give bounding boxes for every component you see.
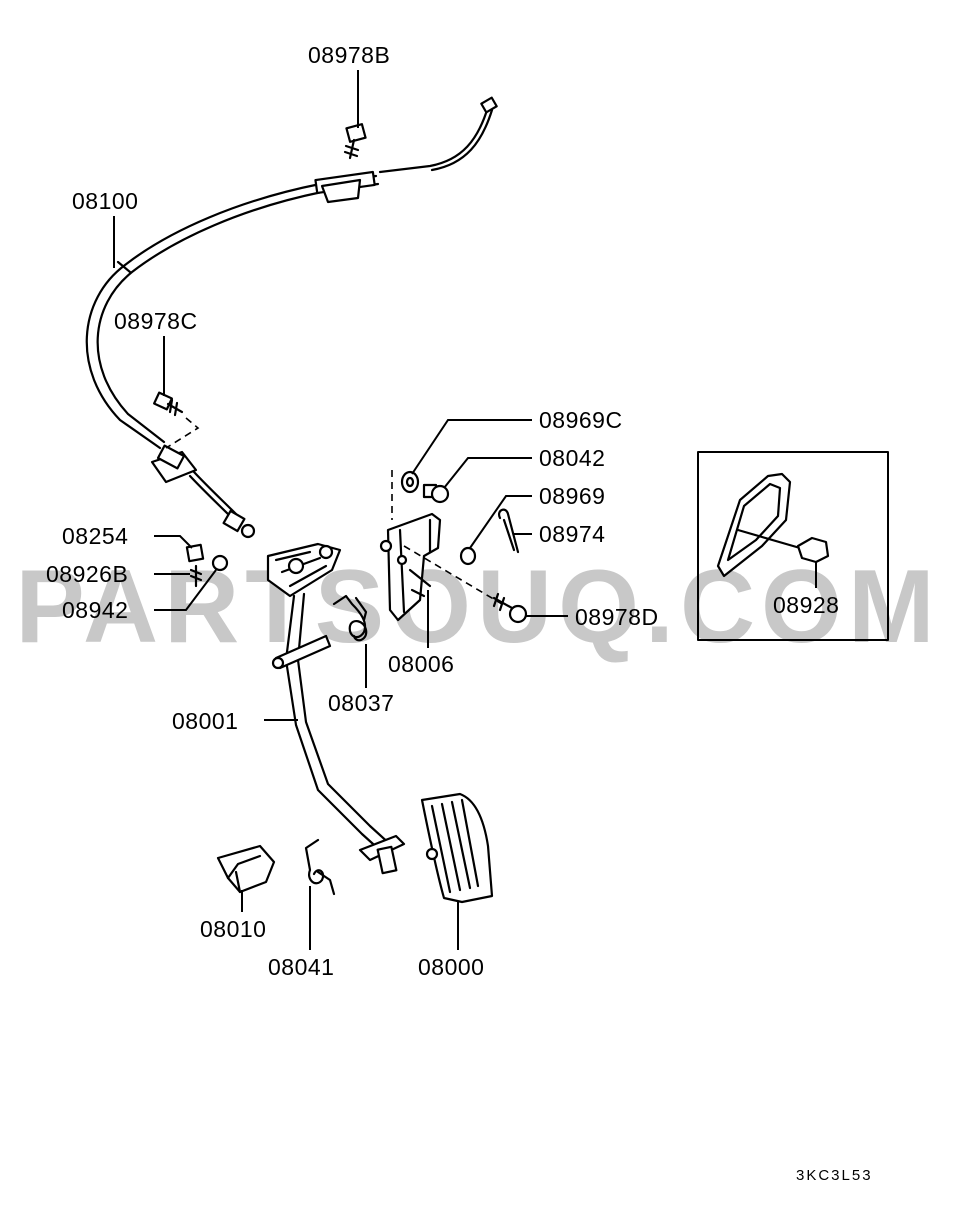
inset-clip-view: [697, 451, 889, 641]
throttle-cable[interactable]: [85, 96, 498, 539]
label-08928[interactable]: 08928: [773, 592, 839, 618]
label-08969C[interactable]: 08969C: [539, 407, 623, 433]
leader-lines: [113, 70, 817, 950]
label-08010[interactable]: 08010: [200, 916, 266, 942]
label-08254[interactable]: 08254: [62, 523, 128, 549]
label-08978D[interactable]: 08978D: [575, 604, 659, 630]
label-08041[interactable]: 08041: [268, 954, 334, 980]
label-08974[interactable]: 08974: [539, 521, 605, 547]
label-08037[interactable]: 08037: [328, 690, 394, 716]
label-08006[interactable]: 08006: [388, 651, 454, 677]
label-08978B[interactable]: 08978B: [308, 42, 390, 68]
washer-08969C[interactable]: [400, 470, 420, 494]
label-08969[interactable]: 08969: [539, 483, 605, 509]
label-08100[interactable]: 08100: [72, 188, 138, 214]
watermark: PARTSOUQ.COM: [15, 549, 940, 665]
spring-08041[interactable]: [304, 838, 336, 896]
pedal-cover-08010[interactable]: [216, 844, 276, 894]
diagram-code: 3KC3L53: [796, 1167, 873, 1184]
label-08000[interactable]: 08000: [418, 954, 484, 980]
label-08942[interactable]: 08942: [62, 597, 128, 623]
stopper-08254[interactable]: [185, 543, 205, 563]
bracket-08006[interactable]: [379, 512, 442, 622]
label-08926B[interactable]: 08926B: [46, 561, 128, 587]
screw-08926B[interactable]: [189, 564, 203, 588]
nut-08942[interactable]: [211, 554, 229, 572]
dashed-guide-08978D: [403, 545, 503, 605]
bushing-08042[interactable]: [422, 483, 450, 504]
bolt-08978C[interactable]: [153, 391, 184, 417]
pedal-pad-08000[interactable]: [420, 792, 494, 904]
cotter-pin-08974[interactable]: [498, 508, 520, 554]
dashed-guide-08978C: [165, 417, 200, 449]
washer-08969[interactable]: [459, 546, 477, 566]
spring-08037[interactable]: [332, 594, 368, 642]
label-08001[interactable]: 08001: [172, 708, 238, 734]
label-08042[interactable]: 08042: [539, 445, 605, 471]
clip-08928[interactable]: [796, 536, 830, 564]
pedal-lever[interactable]: [266, 542, 406, 875]
label-08978C[interactable]: 08978C: [114, 308, 198, 334]
bolt-08978B[interactable]: [343, 123, 367, 160]
bolt-08978D[interactable]: [492, 592, 528, 624]
